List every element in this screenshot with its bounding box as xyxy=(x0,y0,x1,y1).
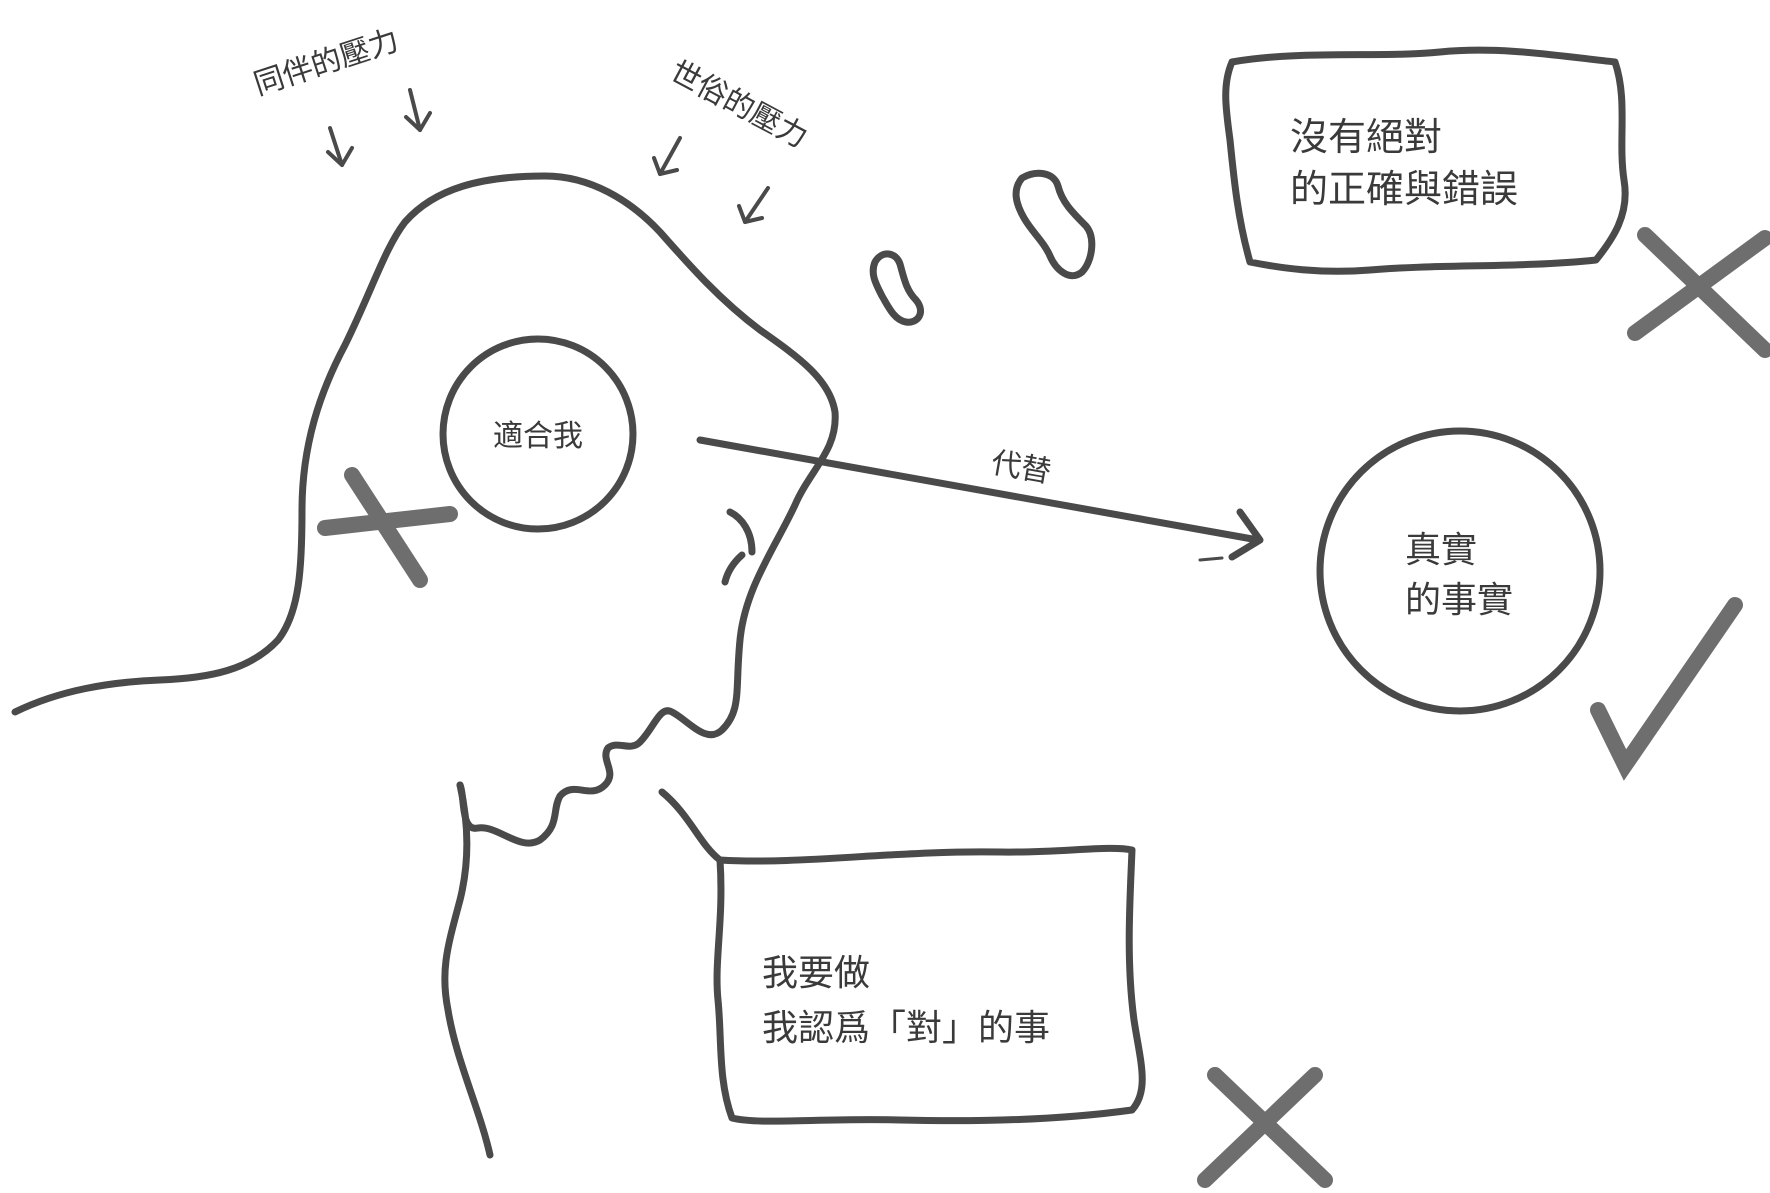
label-peer-pressure: 同伴的壓力 xyxy=(250,23,403,103)
label-true-fact-line2: 的事實 xyxy=(1405,580,1513,621)
check-mark xyxy=(1590,597,1743,781)
right-circle xyxy=(1316,427,1604,715)
label-speech-line1: 我要做 xyxy=(762,953,870,994)
social-arrow-1 xyxy=(658,136,682,176)
cross-mark-topright-a xyxy=(1637,227,1770,358)
label-no-absolute-line2: 的正確與錯誤 xyxy=(1290,167,1518,211)
cross-mark-head-b xyxy=(344,467,428,588)
label-fits-me: 適合我 xyxy=(493,419,583,454)
cloud-large xyxy=(1012,169,1096,280)
peer-arrow-2 xyxy=(408,88,422,132)
inner-circle xyxy=(439,335,637,533)
speech-bubble xyxy=(658,788,1146,1125)
cross-mark-bottom-b xyxy=(1197,1067,1323,1188)
replace-arrowhead xyxy=(1228,508,1264,561)
eye-mark-upper xyxy=(726,508,756,556)
replace-arrow-tail xyxy=(1198,556,1224,562)
head-outline xyxy=(11,172,839,847)
peer-arrow-1 xyxy=(328,126,344,167)
no-absolute-box xyxy=(1222,46,1629,275)
label-no-absolute-line1: 沒有絕對 xyxy=(1290,115,1442,159)
label-speech-line2: 我認爲「對」的事 xyxy=(762,1008,1050,1049)
cloud-small xyxy=(869,250,924,326)
social-arrow-2 xyxy=(743,186,770,224)
replace-arrow xyxy=(696,436,1262,544)
label-social-pressure: 世俗的壓力 xyxy=(664,54,813,155)
eye-mark-lower xyxy=(721,551,746,586)
social-arrow-1-head xyxy=(652,156,679,176)
label-true-fact-line1: 真實 xyxy=(1405,530,1477,571)
label-replace: 代替 xyxy=(989,445,1054,490)
peer-arrow-1-head xyxy=(326,146,354,167)
social-arrow-2-head xyxy=(737,204,764,224)
peer-arrow-2-head xyxy=(404,111,432,132)
cross-mark-topright-b xyxy=(1627,230,1770,341)
neck-body-outline xyxy=(441,781,494,1159)
